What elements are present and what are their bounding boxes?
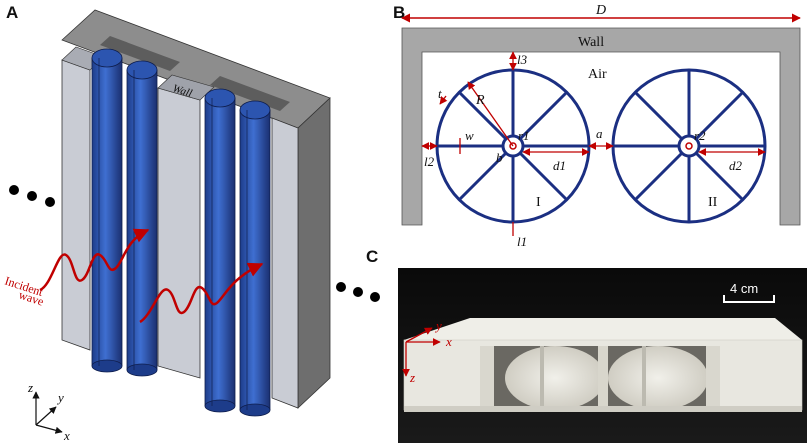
dim-d2-label: d2 <box>729 158 743 173</box>
panel-c-label: C <box>366 247 378 266</box>
cylinder-group-1 <box>91 48 158 377</box>
dim-d-label: D <box>595 3 606 18</box>
dim-r1-label: r1 <box>518 128 530 143</box>
panel-c: C 4 cm x y z <box>366 247 807 443</box>
ellipsis-right <box>336 282 380 302</box>
resonator-1-label: I <box>536 195 541 210</box>
dim-d1-label: d1 <box>553 158 566 173</box>
scale-bar <box>723 295 775 303</box>
dim-l1-label: l1 <box>517 234 527 249</box>
panel-b: B D Wall Air <box>393 3 801 249</box>
incident-wave-icon <box>39 228 264 324</box>
dim-a-label: a <box>596 126 603 141</box>
wall-shape <box>401 27 801 226</box>
dim-l2-label: l2 <box>424 154 435 169</box>
photo-axis-x-label: x <box>445 334 452 349</box>
panel-b-label: B <box>393 3 405 22</box>
photo-axis-z-label: z <box>409 370 415 385</box>
cylinder-group-2 <box>204 88 271 417</box>
air-label: Air <box>588 67 607 82</box>
wall-label-3d: Wall <box>171 82 194 100</box>
dimension-annotations <box>421 51 766 236</box>
ellipsis-left <box>9 185 55 207</box>
panel-a-label: A <box>6 3 18 22</box>
resonator-2 <box>611 68 767 224</box>
dim-r2-label: r2 <box>694 128 706 143</box>
axis-z-label: z <box>27 380 33 395</box>
printed-sample <box>403 318 803 412</box>
dim-t-label: t <box>438 86 442 101</box>
panel-a: A <box>3 3 380 443</box>
axis-y-label: y <box>56 390 64 405</box>
photo-axis-y-label: y <box>434 318 442 333</box>
dim-b-label: b <box>496 150 503 165</box>
wall-label: Wall <box>578 35 604 50</box>
resonator-2-label: II <box>708 195 718 210</box>
dim-w-label: w <box>465 128 474 143</box>
scale-bar-label: 4 cm <box>730 281 758 296</box>
axis-x-label: x <box>63 428 70 443</box>
dim-l3-label: l3 <box>517 52 528 67</box>
photo-axes <box>402 327 441 377</box>
dim-r-label: R <box>475 93 485 108</box>
axes-indicator <box>32 391 63 434</box>
